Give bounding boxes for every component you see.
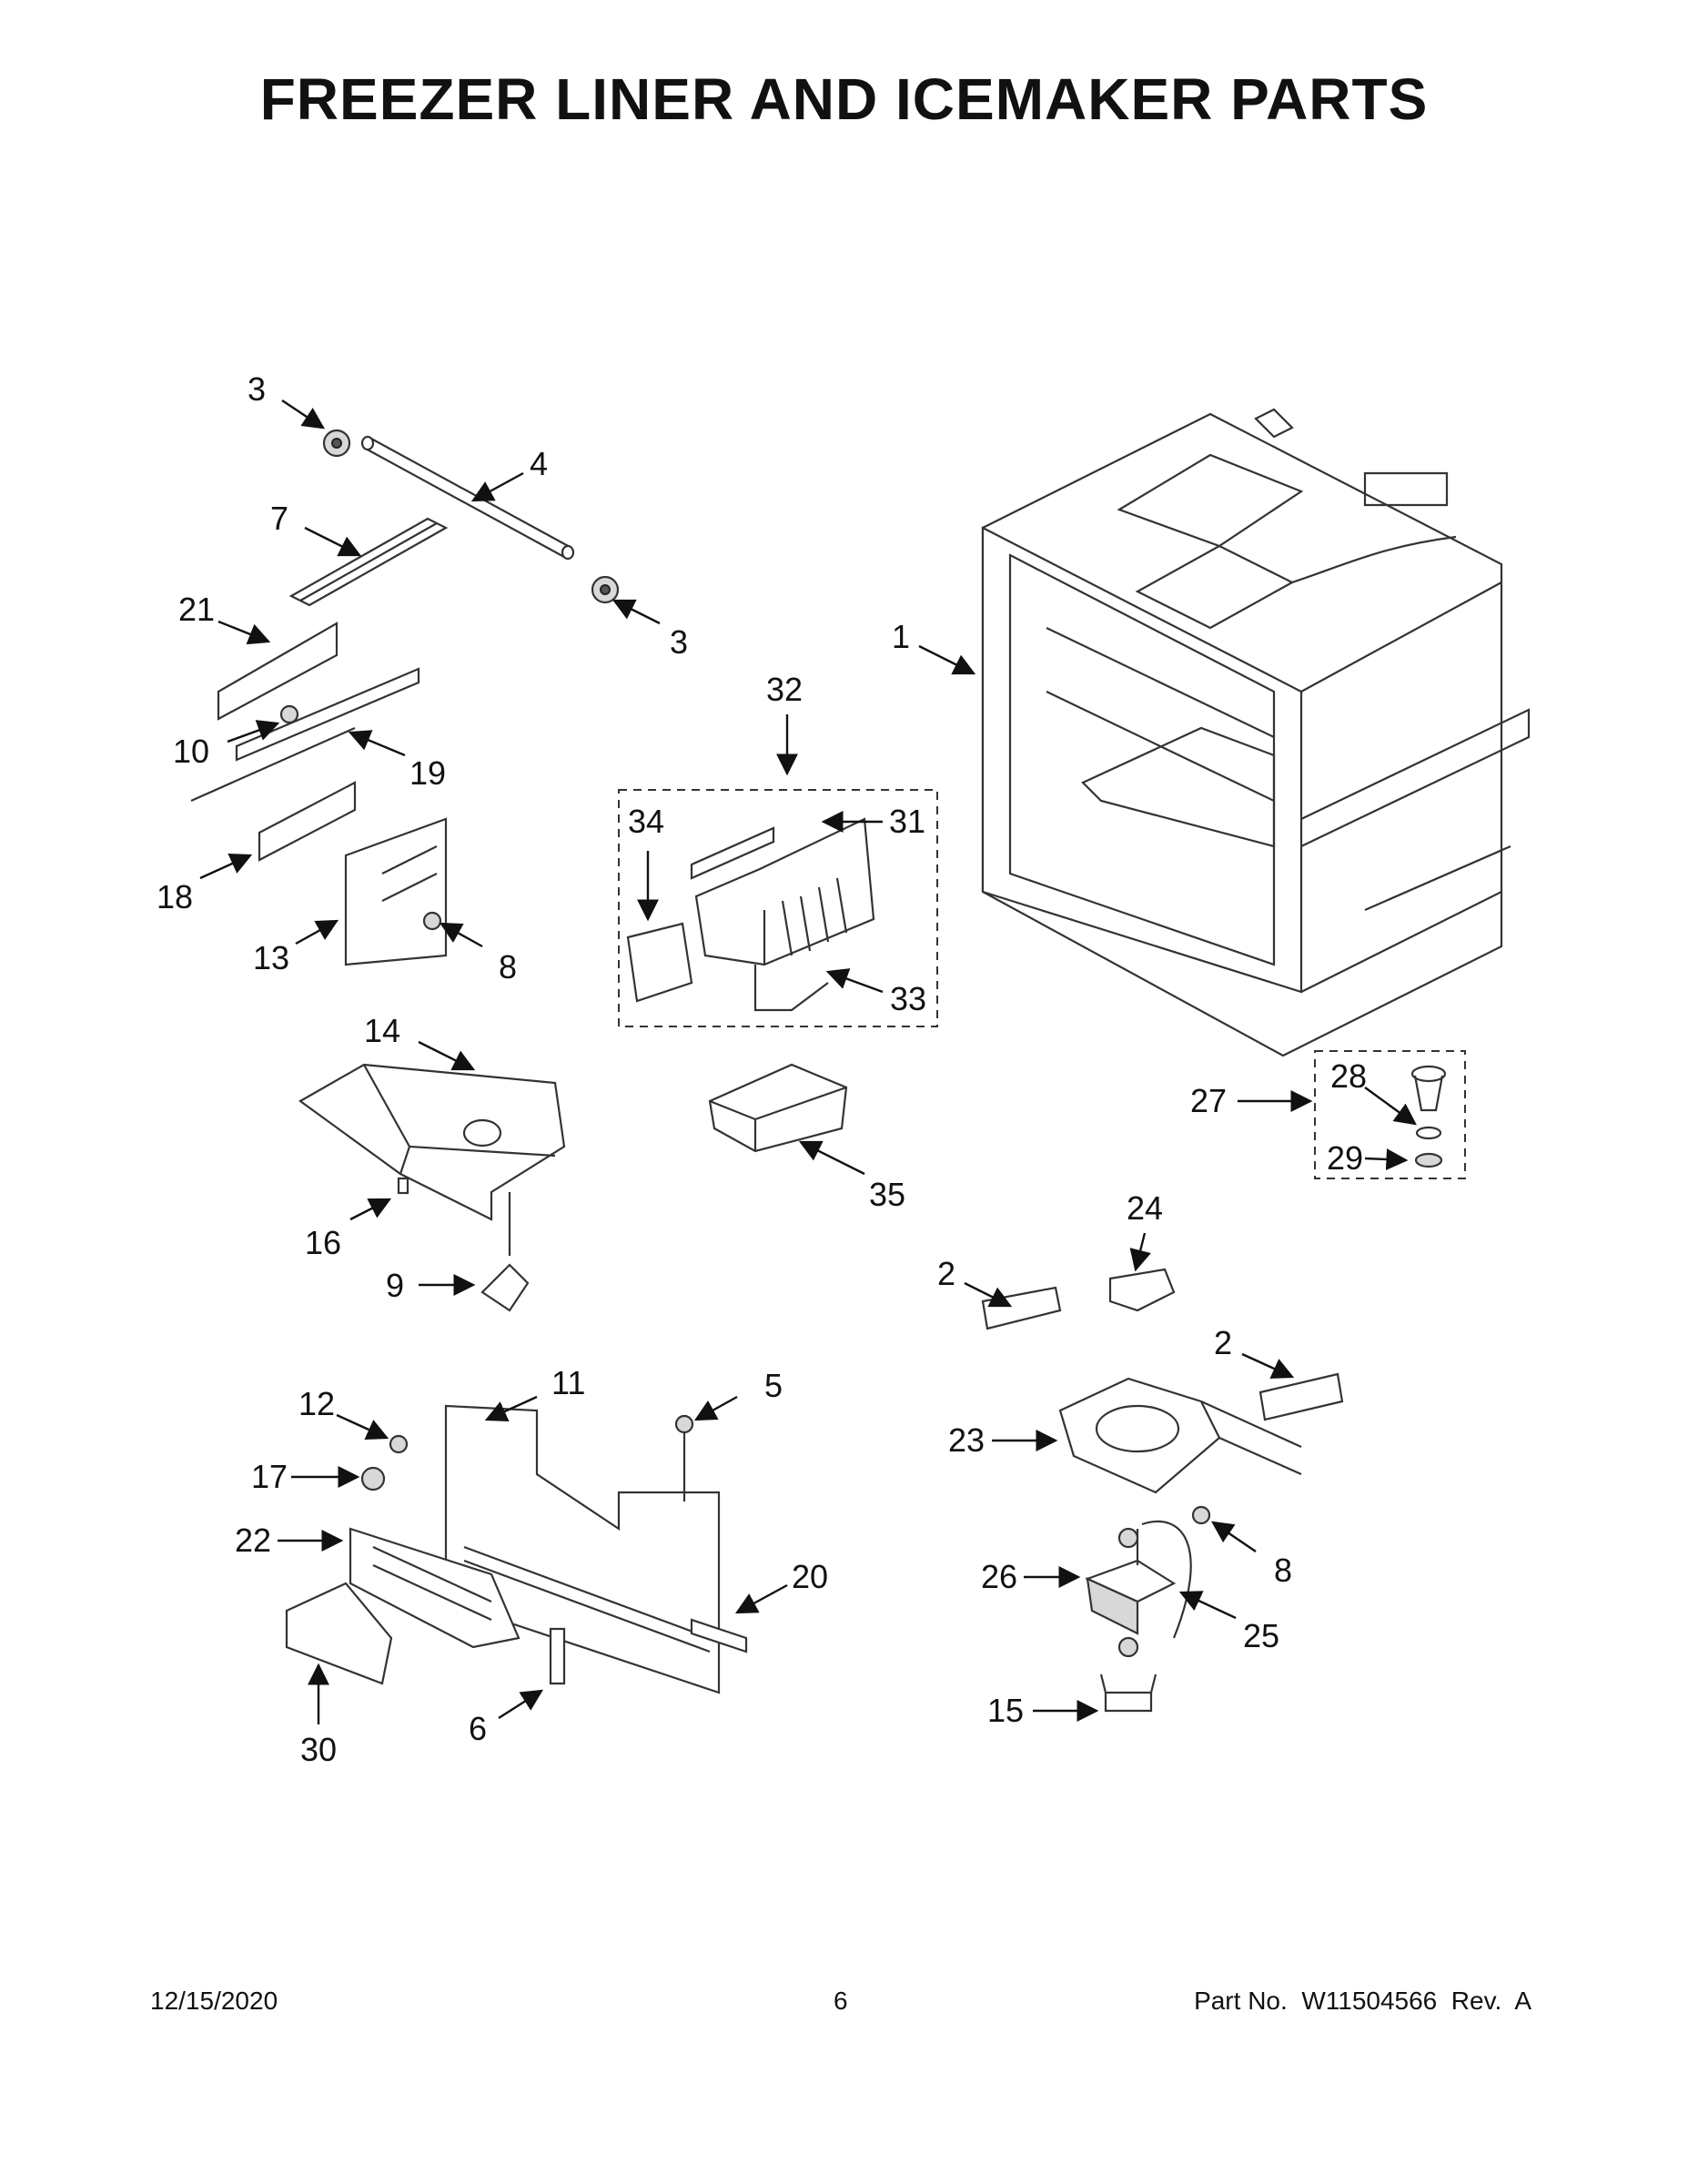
callout-22: 22: [235, 1522, 271, 1559]
callout-arrows: [199, 399, 1417, 1724]
callout-29: 29: [1327, 1139, 1363, 1177]
page-title: FREEZER LINER AND ICEMAKER PARTS: [259, 66, 1429, 132]
callout-21: 21: [178, 591, 215, 628]
fan-shroud-parts: [981, 1268, 1344, 1494]
front-cover-parts: [285, 1434, 521, 1685]
callout-12: 12: [298, 1385, 335, 1422]
callout-3a: 3: [248, 370, 266, 408]
callout-7: 7: [270, 500, 288, 537]
callout-31: 31: [889, 803, 925, 840]
callout-5: 5: [764, 1367, 783, 1404]
callout-34: 34: [628, 803, 664, 840]
callout-11: 11: [551, 1364, 585, 1401]
callout-33: 33: [890, 980, 926, 1017]
callout-19: 19: [409, 754, 446, 792]
rail-parts: [190, 622, 448, 966]
callout-35: 35: [869, 1176, 905, 1213]
callout-8a: 8: [499, 948, 517, 986]
callout-14: 14: [364, 1012, 400, 1049]
callout-labels: 3 4 7 21 3 1 32 10 19 34 31 18 13 8 33 1…: [157, 370, 1367, 1768]
footer-part-number: Part No. W11504566 Rev. A: [1194, 1987, 1531, 2015]
callout-25: 25: [1243, 1617, 1279, 1654]
callout-13: 13: [253, 939, 289, 976]
callout-1: 1: [892, 618, 910, 655]
callout-28: 28: [1330, 1057, 1367, 1095]
callout-2a: 2: [937, 1255, 955, 1292]
ice-bucket-part: [298, 1063, 566, 1312]
callout-8b: 8: [1274, 1552, 1292, 1589]
callout-15: 15: [987, 1692, 1024, 1729]
callout-26: 26: [981, 1558, 1017, 1595]
callout-27: 27: [1190, 1082, 1227, 1119]
gear-part-bottom: [591, 575, 620, 604]
footer-date: 12/15/2020: [150, 1987, 278, 2015]
callout-24: 24: [1127, 1189, 1163, 1227]
callout-18: 18: [157, 878, 193, 915]
callout-9: 9: [386, 1267, 404, 1304]
callout-2b: 2: [1214, 1324, 1232, 1361]
callout-10: 10: [173, 733, 209, 770]
fitting-assembly-box: [1314, 1050, 1466, 1179]
callout-30: 30: [300, 1731, 337, 1768]
rear-panel-parts: [444, 1404, 748, 1694]
callout-20: 20: [792, 1558, 828, 1595]
callout-32: 32: [766, 671, 803, 708]
callout-23: 23: [948, 1421, 985, 1459]
freezer-liner-part: [981, 408, 1531, 1057]
ice-tray-part: [708, 1063, 848, 1153]
callout-3b: 3: [670, 623, 688, 661]
icemaker-assembly-box: [618, 789, 938, 1027]
callout-6: 6: [469, 1710, 487, 1747]
bracket-part-7: [288, 517, 449, 607]
callout-17: 17: [251, 1458, 288, 1495]
fan-motor-parts: [1085, 1505, 1211, 1713]
footer-page-number: 6: [834, 1987, 848, 2015]
gear-part-top: [322, 429, 351, 458]
callout-16: 16: [305, 1224, 341, 1261]
callout-4: 4: [530, 445, 548, 482]
